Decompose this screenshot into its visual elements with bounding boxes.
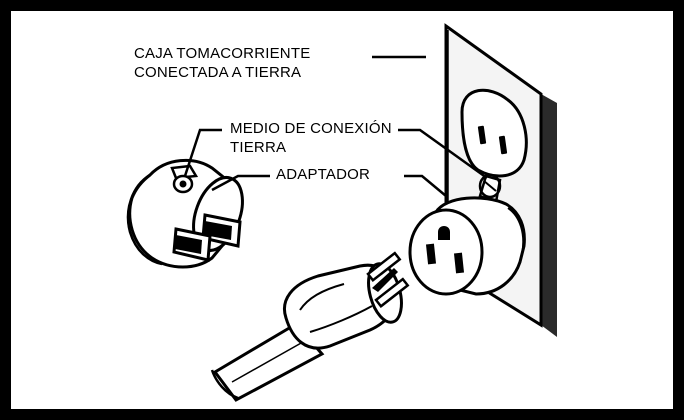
label-adapter-text: ADAPTADOR [276, 166, 371, 183]
label-grounded-outlet-box-line1: CAJA TOMACORRIENTE [134, 45, 311, 62]
plugged-adapter [408, 196, 526, 296]
label-ground-connection: MEDIO DE CONEXIÓN TIERRA [230, 119, 392, 157]
leader-adapter-right [404, 174, 447, 197]
leader-ground-left [183, 128, 222, 177]
three-prong-plug [210, 251, 410, 402]
upper-receptacle [460, 88, 528, 178]
label-adapter: ADAPTADOR [276, 165, 370, 184]
label-grounded-outlet-box-line2: CONECTADA A TIERRA [134, 64, 302, 81]
leader-adapter-left [211, 174, 270, 192]
label-grounded-outlet-box: CAJA TOMACORRIENTE CONECTADA A TIERRA [134, 44, 310, 82]
leader-ground-right [398, 128, 488, 180]
adapter-prongs [172, 213, 242, 262]
label-ground-connection-line2: TIERRA [230, 139, 287, 156]
label-ground-connection-line1: MEDIO DE CONEXIÓN [230, 120, 392, 137]
loose-adapter [126, 158, 244, 269]
leader-lines [183, 55, 488, 197]
